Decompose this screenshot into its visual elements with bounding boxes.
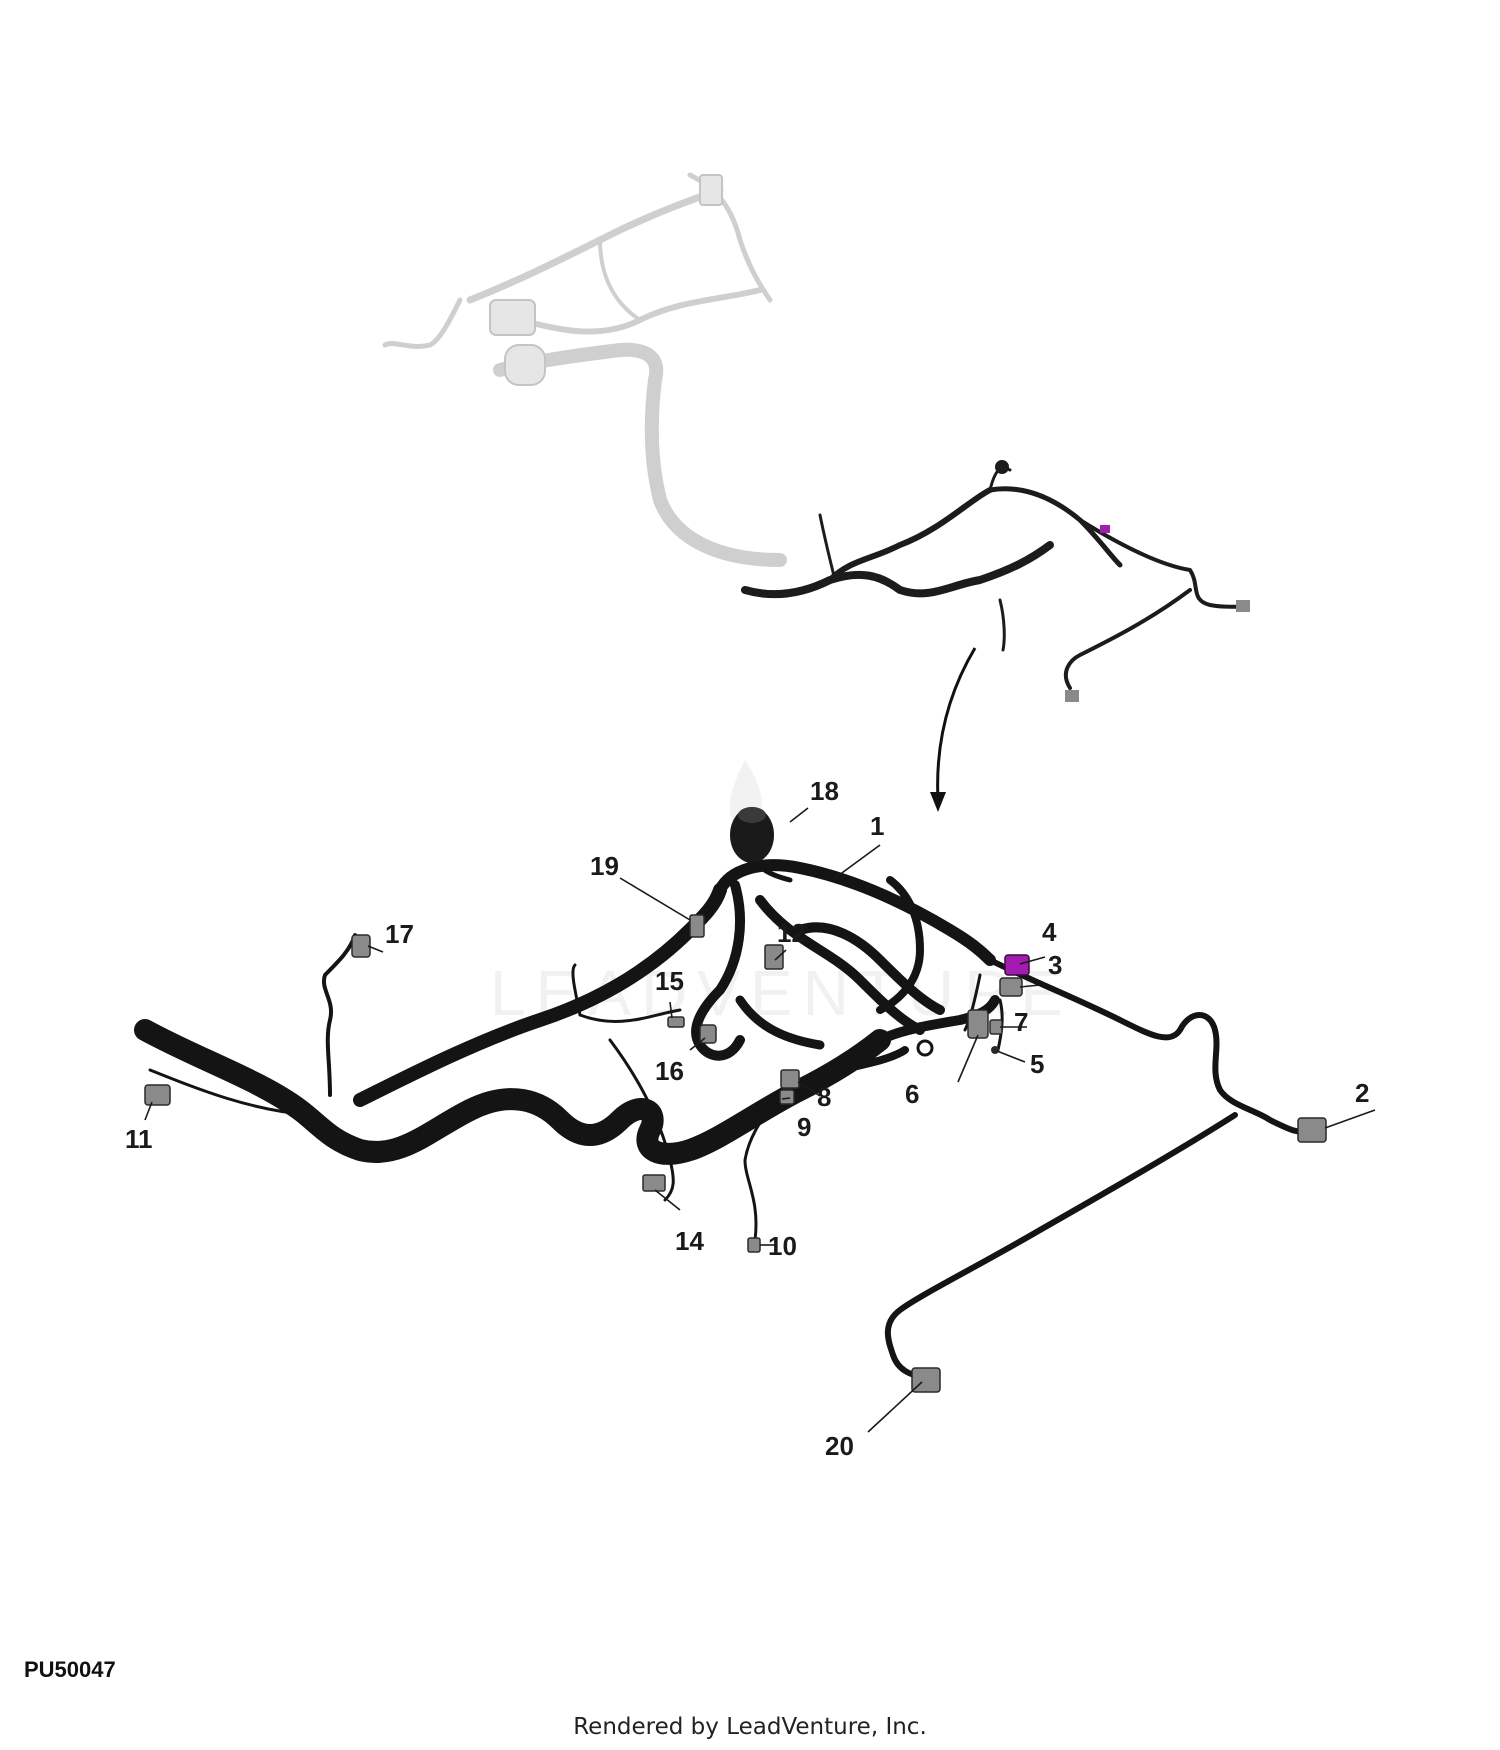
callout-3: 3 bbox=[1048, 950, 1062, 980]
connector-8 bbox=[780, 1069, 800, 1089]
connector-3 bbox=[999, 977, 1023, 997]
connector-15 bbox=[667, 1016, 685, 1028]
callout-8: 8 bbox=[817, 1082, 831, 1112]
grommet-18-top bbox=[738, 807, 766, 823]
connector-12 bbox=[764, 944, 784, 970]
connector-20 bbox=[911, 1367, 941, 1393]
callouts: 1 2 3 4 5 6 7 8 9 10 11 12 14 15 16 17 1… bbox=[125, 776, 1369, 1461]
callout-18: 18 bbox=[810, 776, 839, 806]
callout-17: 17 bbox=[385, 919, 414, 949]
callout-9: 9 bbox=[797, 1112, 811, 1142]
main-harness bbox=[134, 807, 1327, 1393]
diagram-code: PU50047 bbox=[24, 1657, 116, 1682]
callout-6: 6 bbox=[905, 1079, 919, 1109]
callout-12: 12 bbox=[777, 918, 806, 948]
callout-15: 15 bbox=[655, 966, 684, 996]
overview-assembly bbox=[382, 172, 1250, 702]
connector-6 bbox=[967, 1009, 989, 1039]
grommet-18 bbox=[730, 807, 774, 863]
connector-17 bbox=[351, 934, 371, 958]
arrow-head-icon bbox=[930, 792, 946, 812]
callout-16: 16 bbox=[655, 1056, 684, 1086]
callout-2: 2 bbox=[1355, 1078, 1369, 1108]
connector-2 bbox=[1297, 1117, 1327, 1143]
callout-4: 4 bbox=[1042, 917, 1057, 947]
connector-10 bbox=[747, 1237, 761, 1253]
connector-19 bbox=[689, 914, 705, 938]
leader-lines bbox=[144, 807, 1376, 1433]
detail-arrow bbox=[936, 647, 977, 801]
callout-11: 11 bbox=[125, 1124, 153, 1154]
ring-terminal bbox=[916, 1039, 934, 1057]
callout-14: 14 bbox=[675, 1226, 704, 1256]
callout-7: 7 bbox=[1014, 1007, 1028, 1037]
callout-20: 20 bbox=[825, 1431, 854, 1461]
connector-4 bbox=[1004, 954, 1030, 976]
render-credit: Rendered by LeadVenture, Inc. bbox=[573, 1714, 927, 1740]
connector-11 bbox=[144, 1084, 171, 1106]
callout-19: 19 bbox=[590, 851, 619, 881]
terminal-5 bbox=[991, 1046, 999, 1054]
connector-14 bbox=[642, 1174, 666, 1192]
callout-1: 1 bbox=[870, 811, 884, 841]
callout-5: 5 bbox=[1030, 1049, 1044, 1079]
callout-10: 10 bbox=[768, 1231, 797, 1261]
connector-9 bbox=[779, 1089, 795, 1105]
